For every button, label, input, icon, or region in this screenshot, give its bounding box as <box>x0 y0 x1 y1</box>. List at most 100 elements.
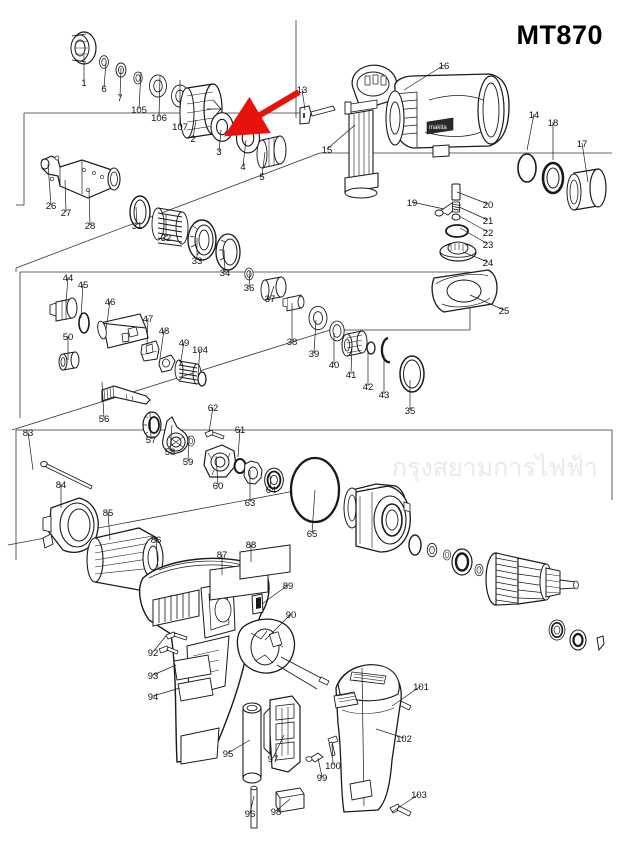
leader-line-27 <box>64 179 67 213</box>
part-number-17: 17 <box>577 139 588 150</box>
part-number-7: 7 <box>117 93 122 104</box>
svg-text:makita: makita <box>429 125 447 131</box>
leader-lines <box>27 55 589 814</box>
part-number-16: 16 <box>439 61 450 72</box>
group-motor-and-handle <box>40 460 412 829</box>
part-number-105: 105 <box>131 105 147 116</box>
watermark-text: กรุงสยามการไฟฟ้า <box>392 453 598 482</box>
leader-line-44 <box>65 276 69 304</box>
leader-line-13 <box>301 88 306 111</box>
part-number-56: 56 <box>99 414 110 425</box>
leader-line-96 <box>249 795 255 814</box>
leader-line-5 <box>261 151 266 177</box>
part-number-87: 87 <box>217 550 228 561</box>
part-number-49: 49 <box>179 338 190 349</box>
part-number-102: 102 <box>396 734 412 745</box>
part-number-90: 90 <box>286 610 297 621</box>
part-number-44: 44 <box>63 273 74 284</box>
part-number-21: 21 <box>483 216 494 227</box>
part-number-33: 33 <box>192 256 203 267</box>
leader-line-45 <box>80 283 84 319</box>
part-number-83: 83 <box>23 428 34 439</box>
leader-line-28 <box>88 189 91 226</box>
leader-line-7 <box>119 67 122 98</box>
part-number-58: 58 <box>165 447 176 458</box>
part-number-59: 59 <box>183 457 194 468</box>
leader-line-85 <box>107 511 111 541</box>
leader-line-19 <box>411 201 445 210</box>
part-number-36: 36 <box>244 283 255 294</box>
part-number-37: 37 <box>265 294 276 305</box>
leader-line-47 <box>146 317 149 346</box>
leader-line-62 <box>208 406 214 433</box>
part-number-19: 19 <box>407 198 418 209</box>
part-number-35: 35 <box>405 406 416 417</box>
part-number-18: 18 <box>548 118 559 129</box>
leader-line-86 <box>155 538 159 571</box>
leader-line-22 <box>458 215 489 233</box>
part-number-106: 106 <box>151 113 167 124</box>
leader-line-41 <box>350 344 353 375</box>
part-number-4: 4 <box>240 162 245 173</box>
part-number-47: 47 <box>143 314 154 325</box>
part-number-40: 40 <box>329 360 340 371</box>
part-number-95: 95 <box>223 749 234 760</box>
part-number-41: 41 <box>346 370 357 381</box>
part-number-88: 88 <box>246 540 257 551</box>
part-number-64: 64 <box>266 485 277 496</box>
part-number-57: 57 <box>146 435 157 446</box>
leader-line-39 <box>313 319 317 354</box>
leader-line-21 <box>458 206 489 221</box>
part-number-27: 27 <box>61 208 72 219</box>
part-number-85: 85 <box>103 508 114 519</box>
part-number-24: 24 <box>483 258 494 269</box>
leader-line-56 <box>101 381 105 419</box>
leader-line-48 <box>159 329 165 359</box>
leader-line-97 <box>272 734 285 759</box>
part-number-23: 23 <box>483 240 494 251</box>
part-number-96: 96 <box>245 809 256 820</box>
leader-line-93 <box>152 664 177 676</box>
part-number-86: 86 <box>151 535 162 546</box>
leader-line-20 <box>456 191 489 205</box>
part-number-100: 100 <box>325 761 341 772</box>
part-number-89: 89 <box>283 581 294 592</box>
leader-line-99 <box>317 757 323 778</box>
part-number-97: 97 <box>268 754 279 765</box>
part-number-38: 38 <box>287 337 298 348</box>
group-spindle-assembly <box>40 155 425 393</box>
part-number-104: 104 <box>192 345 208 356</box>
part-number-28: 28 <box>85 221 96 232</box>
group-gear-housing: makita <box>299 64 607 313</box>
part-number-42: 42 <box>363 382 374 393</box>
group-chuck-small-parts <box>70 31 287 169</box>
part-number-32: 32 <box>161 233 172 244</box>
leader-line-23 <box>459 227 489 245</box>
part-number-15: 15 <box>322 145 333 156</box>
part-number-84: 84 <box>56 480 67 491</box>
leader-line-105 <box>138 71 142 110</box>
leader-line-61 <box>237 428 241 458</box>
part-number-6: 6 <box>101 84 106 95</box>
part-number-50: 50 <box>63 332 74 343</box>
part-number-3: 3 <box>216 147 221 158</box>
leader-line-14 <box>526 113 535 151</box>
leader-line-106 <box>158 75 161 118</box>
leader-line-34 <box>223 249 226 273</box>
model-title: MT870 <box>516 20 603 50</box>
part-number-103: 103 <box>411 790 427 801</box>
leader-line-92 <box>152 635 167 653</box>
part-number-48: 48 <box>159 326 170 337</box>
leader-line-102 <box>375 728 405 739</box>
part-number-43: 43 <box>379 390 390 401</box>
part-number-25: 25 <box>499 306 510 317</box>
armature <box>485 552 579 606</box>
leader-line-98 <box>275 798 291 812</box>
part-number-46: 46 <box>105 297 116 308</box>
leader-line-103 <box>391 793 420 813</box>
leader-line-46 <box>105 300 111 331</box>
rear-handle <box>333 664 402 813</box>
part-number-13: 13 <box>297 85 308 96</box>
